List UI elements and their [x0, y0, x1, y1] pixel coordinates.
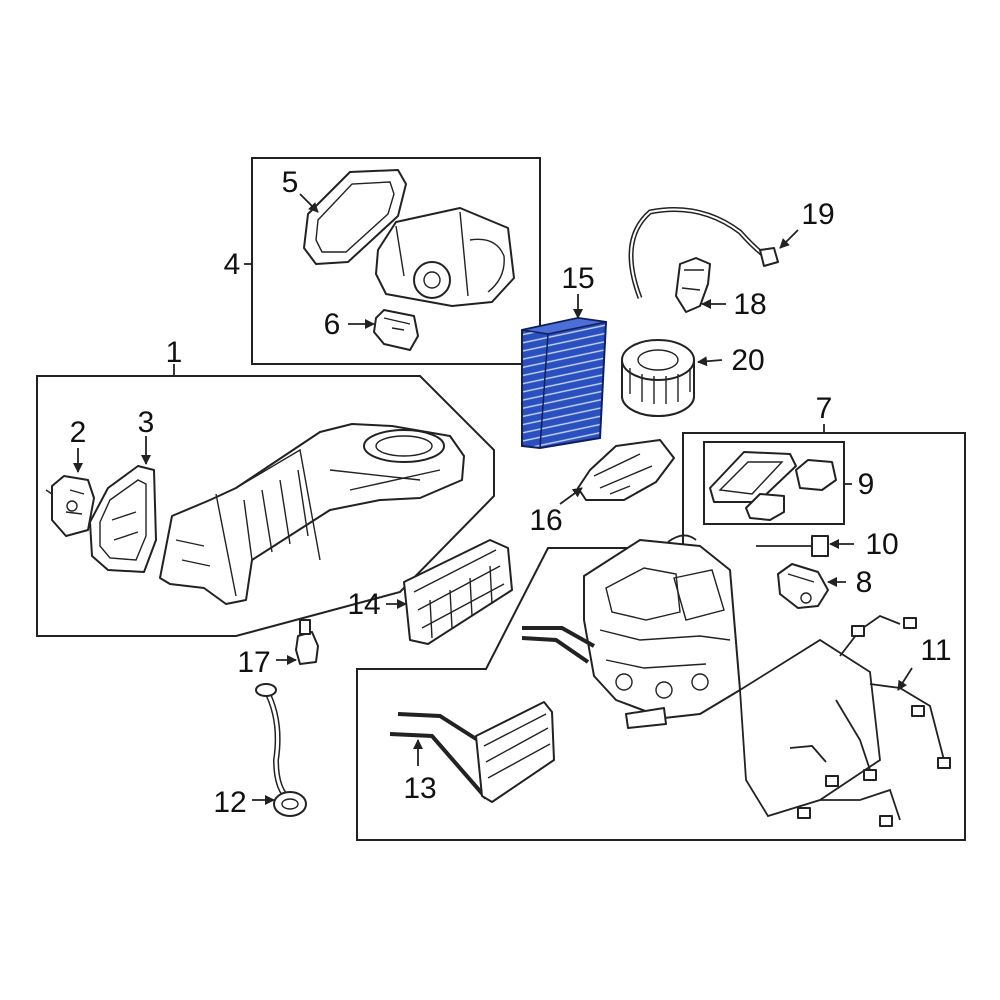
callout-18: 18	[733, 288, 766, 321]
callout-17: 17	[237, 646, 270, 679]
part-3-door	[89, 465, 157, 573]
callout-5: 5	[282, 166, 299, 199]
part-9-seals	[709, 451, 837, 521]
part-10-sensor	[756, 535, 829, 557]
part-11-wiring-harness	[739, 614, 951, 827]
callout-9: 9	[858, 468, 875, 501]
part-5-seal	[303, 169, 407, 265]
callout-12: 12	[213, 786, 246, 819]
part-20-blower-motor	[621, 339, 695, 417]
part-18-sensor	[675, 257, 711, 313]
part-13-heater-core	[389, 701, 555, 803]
leader-5	[299, 193, 319, 213]
part-7-hvac-unit	[521, 534, 741, 729]
part-6-actuator	[373, 309, 419, 351]
leader-19	[779, 229, 799, 249]
part-8-actuator	[777, 563, 829, 609]
callout-16: 16	[529, 504, 562, 537]
callout-8: 8	[856, 566, 873, 599]
leader-16	[559, 487, 583, 505]
callout-2: 2	[70, 416, 87, 449]
callout-7: 7	[816, 392, 833, 425]
callout-13: 13	[403, 772, 436, 805]
part-15-cabin-filter	[521, 316, 608, 450]
part-19-hose	[628, 207, 779, 299]
part-4-blower-housing	[375, 207, 515, 307]
callout-10: 10	[865, 528, 898, 561]
part-12-drain-hose	[255, 683, 307, 817]
leader-20	[697, 356, 723, 367]
callout-6: 6	[324, 308, 341, 341]
callout-14: 14	[347, 588, 380, 621]
leader-11	[897, 667, 913, 691]
callout-1: 1	[166, 336, 183, 369]
group-box-1	[36, 375, 495, 637]
part-1-hvac-case	[159, 423, 465, 605]
part-17-valve	[295, 619, 319, 665]
callout-20: 20	[731, 344, 764, 377]
part-2-actuator	[45, 475, 95, 537]
callout-11: 11	[920, 634, 951, 667]
part-14-heater-core	[403, 539, 513, 645]
part-16-duct	[577, 439, 675, 501]
callout-15: 15	[561, 262, 594, 295]
callout-4: 4	[224, 248, 241, 281]
callout-19: 19	[801, 198, 834, 231]
group-box-9	[703, 441, 845, 525]
callout-3: 3	[138, 406, 155, 439]
